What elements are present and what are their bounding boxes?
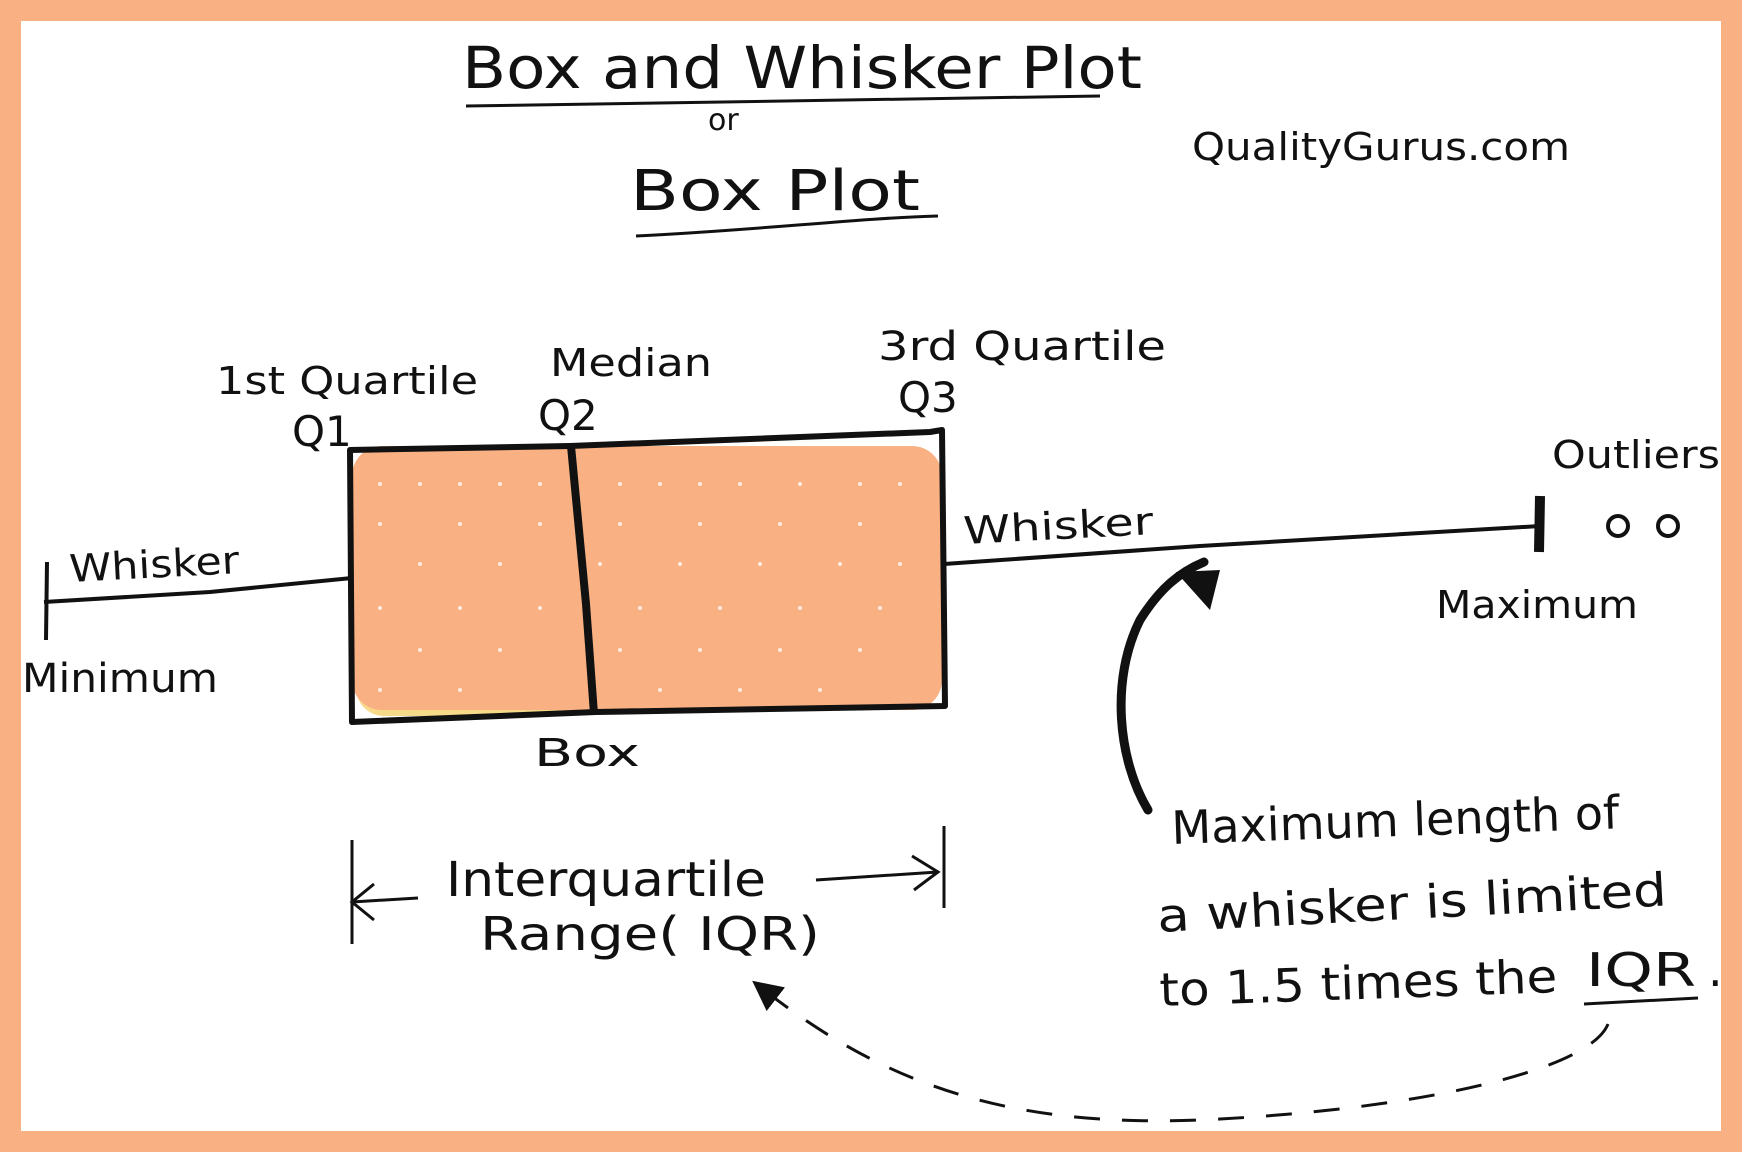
note-arrow-head [1176,570,1220,610]
left-whisker-line [43,576,353,604]
right-whisker-line [943,524,1541,566]
note-line2: a whisker is limited [1156,862,1668,943]
minimum-tick [44,561,49,641]
diagram-subtitle: Box Plot [630,159,920,224]
note-line1: Maximum length of [1170,785,1621,855]
box-outline [347,427,948,725]
maximum-tick [1534,495,1545,553]
q1-code: Q1 [292,407,352,456]
q3-code: Q3 [898,373,958,422]
connector-text: or [708,103,739,138]
q1-name: 1st Quartile [216,359,478,403]
iqr-key-underline [1583,996,1699,1006]
diagram-title: Box and Whisker Plot [462,34,1142,102]
median-name: Median [550,341,712,385]
title-underline [465,94,1101,108]
box-fill [352,446,942,710]
note-curved-arrow [1116,557,1209,815]
outlier-marker [1656,514,1680,538]
right-whisker-label: Whisker [962,499,1155,553]
left-whisker-label: Whisker [68,538,240,591]
q3-name: 3rd Quartile [878,324,1166,370]
median-line [567,445,598,715]
box-label: Box [534,731,640,775]
box-dots [378,482,902,692]
iqr-left-arrow [349,882,419,922]
median-code: Q2 [538,391,598,440]
note-line3-end: . [1708,943,1723,997]
outlier-marker [1606,514,1630,538]
iqr-label-line1: Interquartile [446,852,766,908]
minimum-label: Minimum [22,656,218,702]
maximum-label: Maximum [1436,583,1638,627]
note-line3-prefix: to 1.5 times the [1158,949,1558,1017]
iqr-right-arrow [815,854,941,892]
brand-text: QualityGurus.com [1192,125,1570,169]
subtitle-underline [635,214,939,238]
note-line3-key: IQR [1586,943,1696,997]
outliers-label: Outliers [1552,433,1720,477]
iqr-label-line2: Range( IQR) [480,907,820,961]
